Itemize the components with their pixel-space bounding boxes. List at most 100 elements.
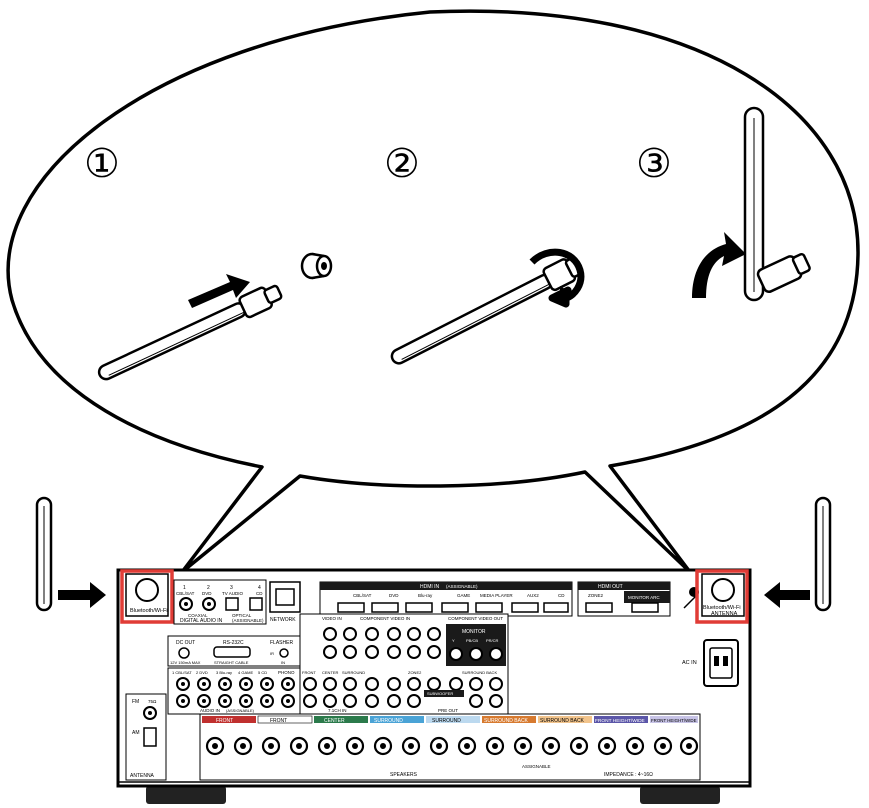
speakers-label: SPEAKERS	[390, 772, 418, 778]
optical-label: OPTICAL	[232, 613, 252, 618]
step-3-label: ③	[636, 142, 672, 186]
am-terminal[interactable]	[143, 727, 157, 747]
col-pr: PR/CR	[486, 638, 499, 643]
hdmi-in-note: (ASSIGNABLE)	[446, 584, 478, 589]
digital-in-2: 2	[207, 585, 210, 591]
ir-label: IR	[270, 651, 274, 656]
audio-in-title: AUDIO IN	[200, 708, 220, 713]
audio-in-3: 3 Blu-ray	[216, 670, 232, 675]
raise-arrow	[692, 232, 746, 298]
hdmi-in-port-2[interactable]: DVD	[371, 593, 399, 613]
digital-audio-in: 1 2 3 4 CBL/SAT DVD TV AUDIO CD COAXIAL …	[173, 579, 267, 625]
hdmi-in-port-4[interactable]: GAME	[441, 593, 470, 613]
hdmi-in-7-label: CD	[558, 593, 565, 598]
push-arrow	[188, 274, 250, 308]
speaker-front-height-a: FRONT HEIGHT/WIDE	[595, 718, 645, 724]
step-2-label: ②	[384, 142, 420, 186]
component-in-label: COMPONENT VIDEO IN	[360, 616, 410, 621]
receiver-rear-panel: Bluetooth/Wi-Fi Bluetooth/Wi-Fi ANTENNA …	[116, 568, 752, 804]
digital-audio-note: (ASSIGNABLE)	[232, 618, 264, 623]
speaker-front-a: FRONT	[216, 718, 233, 724]
speaker-front-b: FRONT	[270, 718, 287, 724]
speaker-group-labels: FRONT FRONT CENTER SURROUND SURROUND SUR…	[202, 715, 698, 724]
speakers-assignable: ASSIGNABLE	[522, 764, 551, 769]
coaxial-label: COAXIAL	[188, 613, 208, 618]
speaker-front-height-b: FRONT HEIGHT/WIDE	[651, 718, 697, 723]
digital-in-3-src: TV AUDIO	[222, 591, 244, 596]
side-antenna-right	[814, 496, 832, 612]
rs232c-label: RS-232C	[223, 640, 244, 646]
digital-in-1: 1	[183, 585, 186, 591]
side-antenna-left	[35, 496, 53, 612]
arrow-right-to-receiver	[764, 582, 810, 608]
hdmi-out-monitor-port[interactable]	[631, 602, 659, 613]
ac-inlet[interactable]: AC IN	[682, 639, 739, 687]
hdmi-in-1-label: CBL/SAT	[353, 593, 372, 598]
digital-in-3: 3	[230, 585, 233, 591]
highlight-left	[120, 569, 174, 624]
hdmi-in-6-label: AUX2	[527, 593, 539, 598]
foot-right	[640, 786, 720, 804]
fm-label: FM	[132, 699, 139, 705]
hdmi-in-port-5[interactable]: MEDIA PLAYER	[475, 593, 513, 613]
step-2-antenna	[390, 248, 585, 365]
analog-audio-in: 1 CBL/SAT 2 DVD 3 Blu-ray 4 GAME 5 CD PH…	[167, 667, 301, 715]
preout-subwoofer: SUBWOOFER	[427, 691, 453, 696]
step-3-antenna	[692, 106, 811, 302]
digital-in-4: 4	[258, 585, 261, 591]
network-label: NETWORK	[270, 617, 296, 623]
control-ports: DC OUT 12V 150mA MAX RS-232C STRAIGHT CA…	[167, 635, 301, 667]
hdmi-in-port-6[interactable]: AUX2	[511, 593, 539, 613]
dc-out-label: DC OUT	[176, 640, 195, 646]
preout-zone2: ZONE2	[408, 670, 422, 675]
component-out-label: COMPONENT VIDEO OUT	[448, 616, 503, 621]
preout-surround-back: SURROUND BACK	[462, 670, 497, 675]
am-label: AM	[132, 730, 140, 736]
audio-in-2: 2 DVD	[196, 670, 208, 675]
col-pb: PB/CB	[466, 638, 478, 643]
dc-out-sub: 12V 150mA MAX	[170, 660, 201, 665]
flasher-sub: IN	[281, 660, 285, 665]
bt-wifi-antenna-right[interactable]: Bluetooth/Wi-Fi ANTENNA	[683, 573, 745, 617]
speakers-impedance: IMPEDANCE : 4~16Ω	[604, 772, 653, 778]
hdmi-in-3-label: Blu-ray	[418, 593, 433, 598]
arrow-left-to-receiver	[58, 582, 106, 608]
speaker-surround-b: SURROUND	[432, 718, 461, 724]
audio-in-1: 1 CBL/SAT	[172, 670, 192, 675]
hdmi-in-port-3[interactable]: Blu-ray	[405, 593, 433, 613]
flasher-label: FLASHER	[270, 640, 293, 646]
audio-in-5: 5 CD	[258, 670, 267, 675]
col-y: Y	[452, 638, 455, 643]
network-port[interactable]: NETWORK	[269, 581, 301, 623]
hdmi-in-title: HDMI IN	[420, 584, 440, 590]
hdmi-in-port-1[interactable]: CBL/SAT	[337, 593, 372, 613]
binding-posts	[205, 736, 699, 756]
hdmi-out-zone2-port[interactable]	[585, 602, 613, 613]
digital-in-2-src: DVD	[202, 591, 212, 596]
hdmi-in: HDMI IN (ASSIGNABLE) CBL/SAT DVD Blu-ray…	[319, 581, 573, 617]
fm-ohm-label: 75Ω	[148, 699, 157, 704]
video-in-label: VIDEO IN	[322, 616, 342, 621]
rs232c-sub: STRAIGHT CABLE	[214, 660, 249, 665]
audio-in-4: 4 GAME	[238, 670, 253, 675]
preout-center: CENTER	[322, 670, 339, 675]
fm-am-antenna-label: ANTENNA	[130, 773, 155, 779]
hdmi-out-title: HDMI OUT	[598, 584, 623, 590]
monitor-label: MONITOR	[462, 629, 486, 635]
bt-wifi-antenna-left[interactable]: Bluetooth/Wi-Fi	[125, 573, 169, 617]
preout-surround: SURROUND	[342, 670, 365, 675]
speaker-surround-a: SURROUND	[374, 718, 403, 724]
preout-front: FRONT	[302, 670, 316, 675]
video-preout-block: VIDEO IN COMPONENT VIDEO IN COMPONENT VI…	[299, 613, 509, 715]
preout-label: PRE OUT	[438, 708, 458, 713]
step-labels: ① ② ③	[84, 142, 672, 186]
hdmi-out-zone2-label: ZONE2	[588, 593, 604, 598]
hdmi-in-port-7[interactable]: CD	[543, 593, 569, 613]
step-1-label: ①	[84, 142, 120, 186]
speaker-surround-back-a: SURROUND BACK	[484, 718, 529, 724]
fm-am-antenna: FM 75Ω AM ANTENNA	[125, 693, 167, 781]
antenna-label-right: ANTENNA	[711, 611, 738, 617]
foot-left	[146, 786, 226, 804]
hdmi-in-4-label: GAME	[457, 593, 470, 598]
